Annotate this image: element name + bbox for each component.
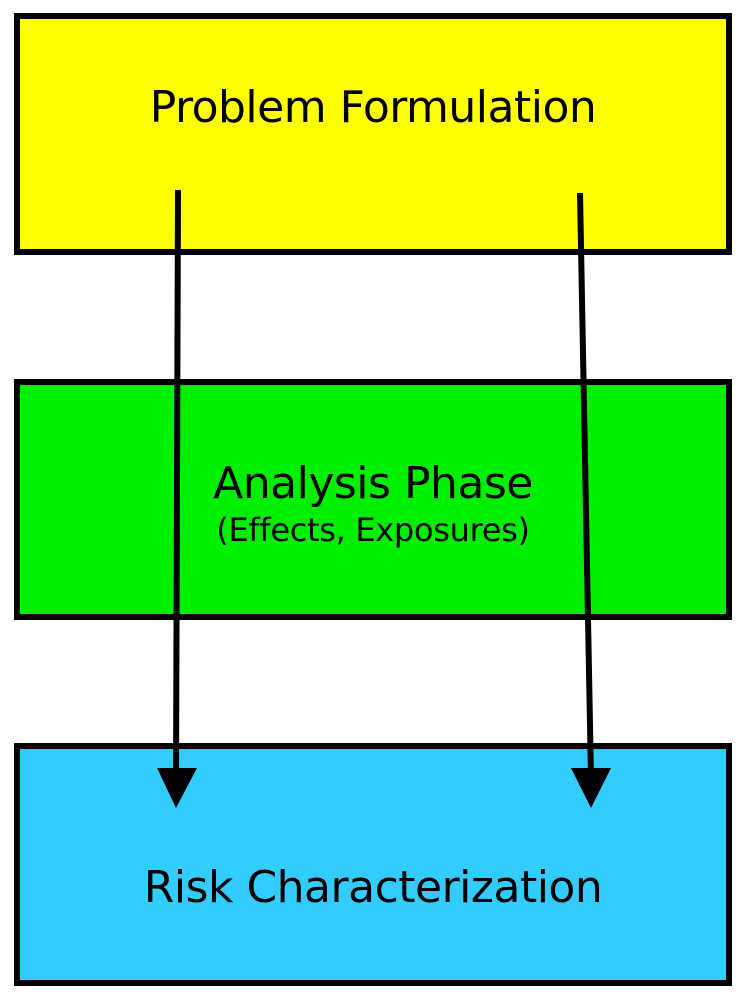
problem-formulation-label: Problem Formulation [149, 81, 597, 133]
analysis-phase-box: Analysis Phase (Effects, Exposures) [14, 379, 732, 620]
risk-characterization-label: Risk Characterization [143, 862, 603, 914]
risk-characterization-box: Risk Characterization [14, 743, 732, 986]
analysis-phase-label: Analysis Phase [213, 457, 533, 509]
analysis-phase-sublabel: (Effects, Exposures) [216, 510, 530, 549]
problem-formulation-box: Problem Formulation [14, 13, 732, 255]
